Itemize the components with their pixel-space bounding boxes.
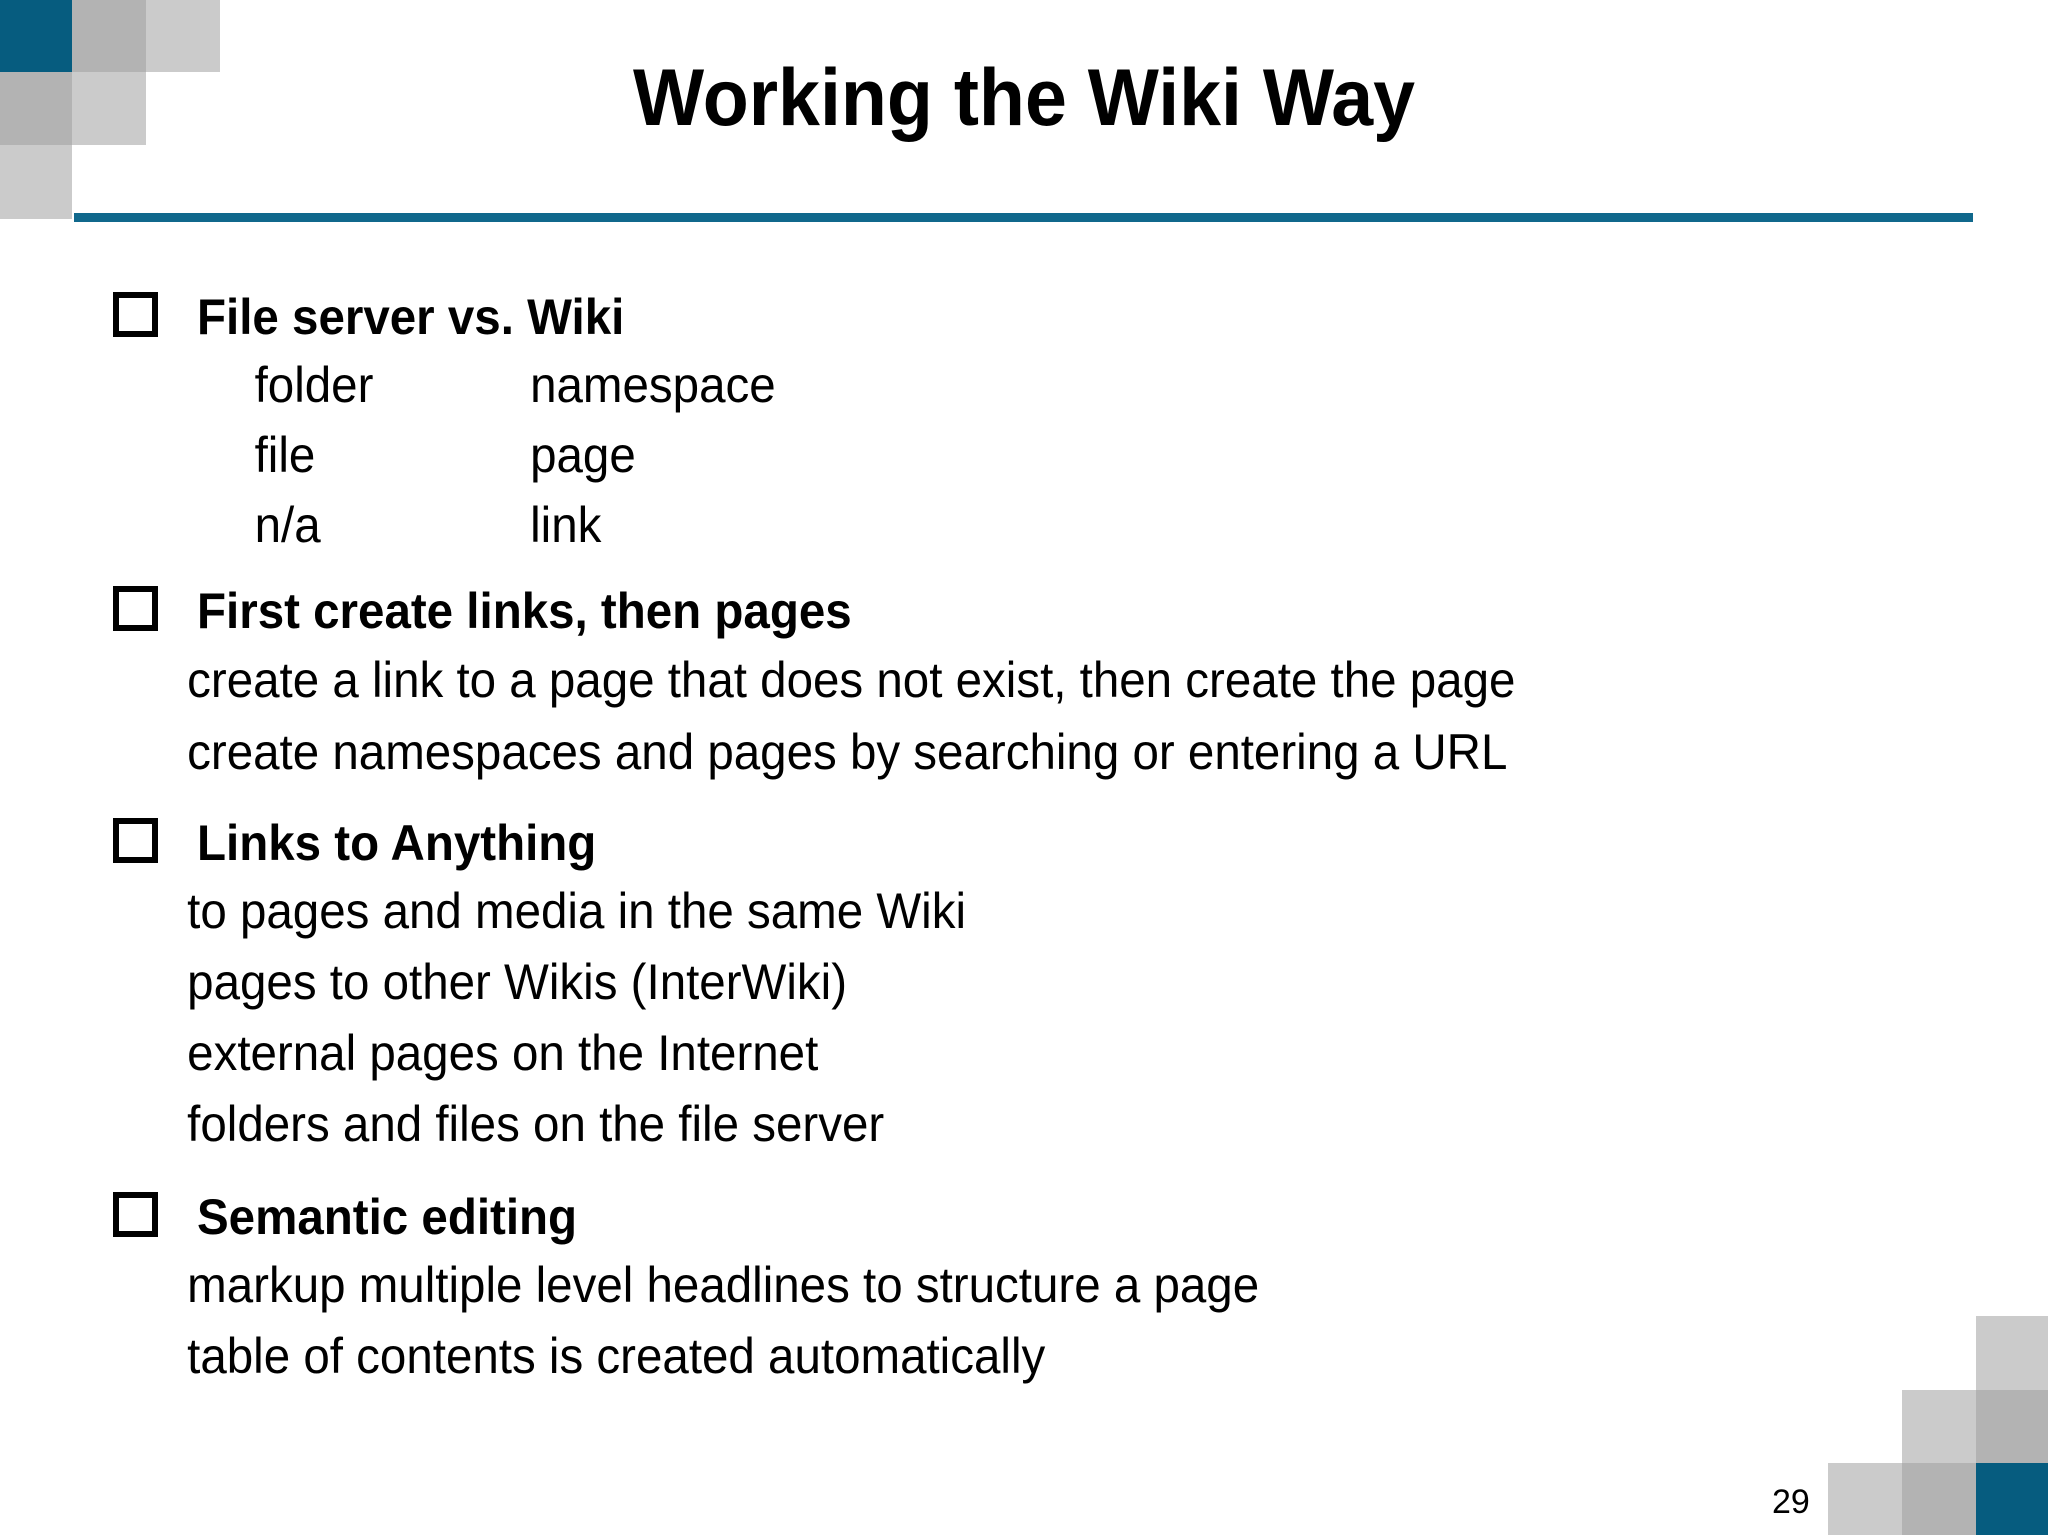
checkbox-square-bullet-icon xyxy=(113,292,161,340)
deco-square-gray-light xyxy=(0,145,72,219)
list-item: pages to other Wikis (InterWiki) xyxy=(187,954,848,1010)
table-cell-file-server: folder xyxy=(254,357,374,413)
table-cell-file-server: n/a xyxy=(254,497,321,553)
deco-square-gray-dark xyxy=(0,72,72,145)
table-row: n/a link xyxy=(0,490,1946,560)
section-heading-row: Semantic editing xyxy=(0,1188,2048,1250)
section-heading-label: Links to Anything xyxy=(197,815,597,871)
section-first-create-links: First create links, then pages create a … xyxy=(0,582,2048,788)
list-item: external pages on the Internet xyxy=(187,1025,819,1081)
section-heading-row: First create links, then pages xyxy=(0,582,2048,644)
deco-square-gray-light xyxy=(1828,1463,1902,1535)
section-semantic-editing: Semantic editing markup multiple level h… xyxy=(0,1188,2048,1392)
list-item: folders and files on the file server xyxy=(187,1096,885,1152)
deco-square-gray-light xyxy=(72,72,146,145)
slide-title: Working the Wiki Way xyxy=(632,53,1415,143)
table-row: folder namespace xyxy=(0,350,1946,420)
section-heading-row: File server vs. Wiki xyxy=(0,288,2048,350)
table-cell-wiki: page xyxy=(530,427,636,483)
comparison-table: folder namespace file page n/a link xyxy=(0,350,2048,560)
list-item: to pages and media in the same Wiki xyxy=(187,883,967,939)
deco-square-gray-light xyxy=(146,0,220,72)
detail-line-list: to pages and media in the same Wiki page… xyxy=(0,876,2048,1160)
table-row: file page xyxy=(0,420,1946,490)
list-item: table of contents is created automatical… xyxy=(187,1328,1046,1384)
detail-line-list: markup multiple level headlines to struc… xyxy=(0,1250,2048,1392)
list-item: create a link to a page that does not ex… xyxy=(187,652,1516,708)
deco-square-gray-light xyxy=(1902,1390,1976,1463)
section-heading-label: First create links, then pages xyxy=(197,583,852,639)
section-heading-label: Semantic editing xyxy=(197,1189,578,1245)
checkbox-square-bullet-icon xyxy=(113,818,161,866)
title-underline-rule xyxy=(74,213,1973,222)
table-cell-file-server: file xyxy=(254,427,316,483)
deco-square-gray-light xyxy=(1976,1316,2048,1390)
list-item: markup multiple level headlines to struc… xyxy=(187,1257,1260,1313)
page-number: 29 xyxy=(1772,1483,1810,1521)
table-cell-wiki: namespace xyxy=(530,357,776,413)
deco-square-gray-dark xyxy=(1976,1390,2048,1463)
deco-square-gray-dark xyxy=(72,0,146,72)
checkbox-square-bullet-icon xyxy=(113,586,161,634)
section-heading-row: Links to Anything xyxy=(0,814,2048,876)
deco-square-teal xyxy=(1976,1463,2048,1535)
section-links-to-anything: Links to Anything to pages and media in … xyxy=(0,814,2048,1160)
section-file-server-vs-wiki: File server vs. Wiki folder namespace fil… xyxy=(0,288,2048,560)
deco-square-teal xyxy=(0,0,72,72)
detail-line-list: create a link to a page that does not ex… xyxy=(0,644,2048,788)
list-item: create namespaces and pages by searching… xyxy=(187,724,1508,780)
checkbox-square-bullet-icon xyxy=(113,1192,161,1240)
section-heading-label: File server vs. Wiki xyxy=(197,289,625,345)
deco-square-gray-dark xyxy=(1902,1463,1976,1535)
slide-body: File server vs. Wiki folder namespace fil… xyxy=(0,288,2048,1426)
table-cell-wiki: link xyxy=(530,497,602,553)
